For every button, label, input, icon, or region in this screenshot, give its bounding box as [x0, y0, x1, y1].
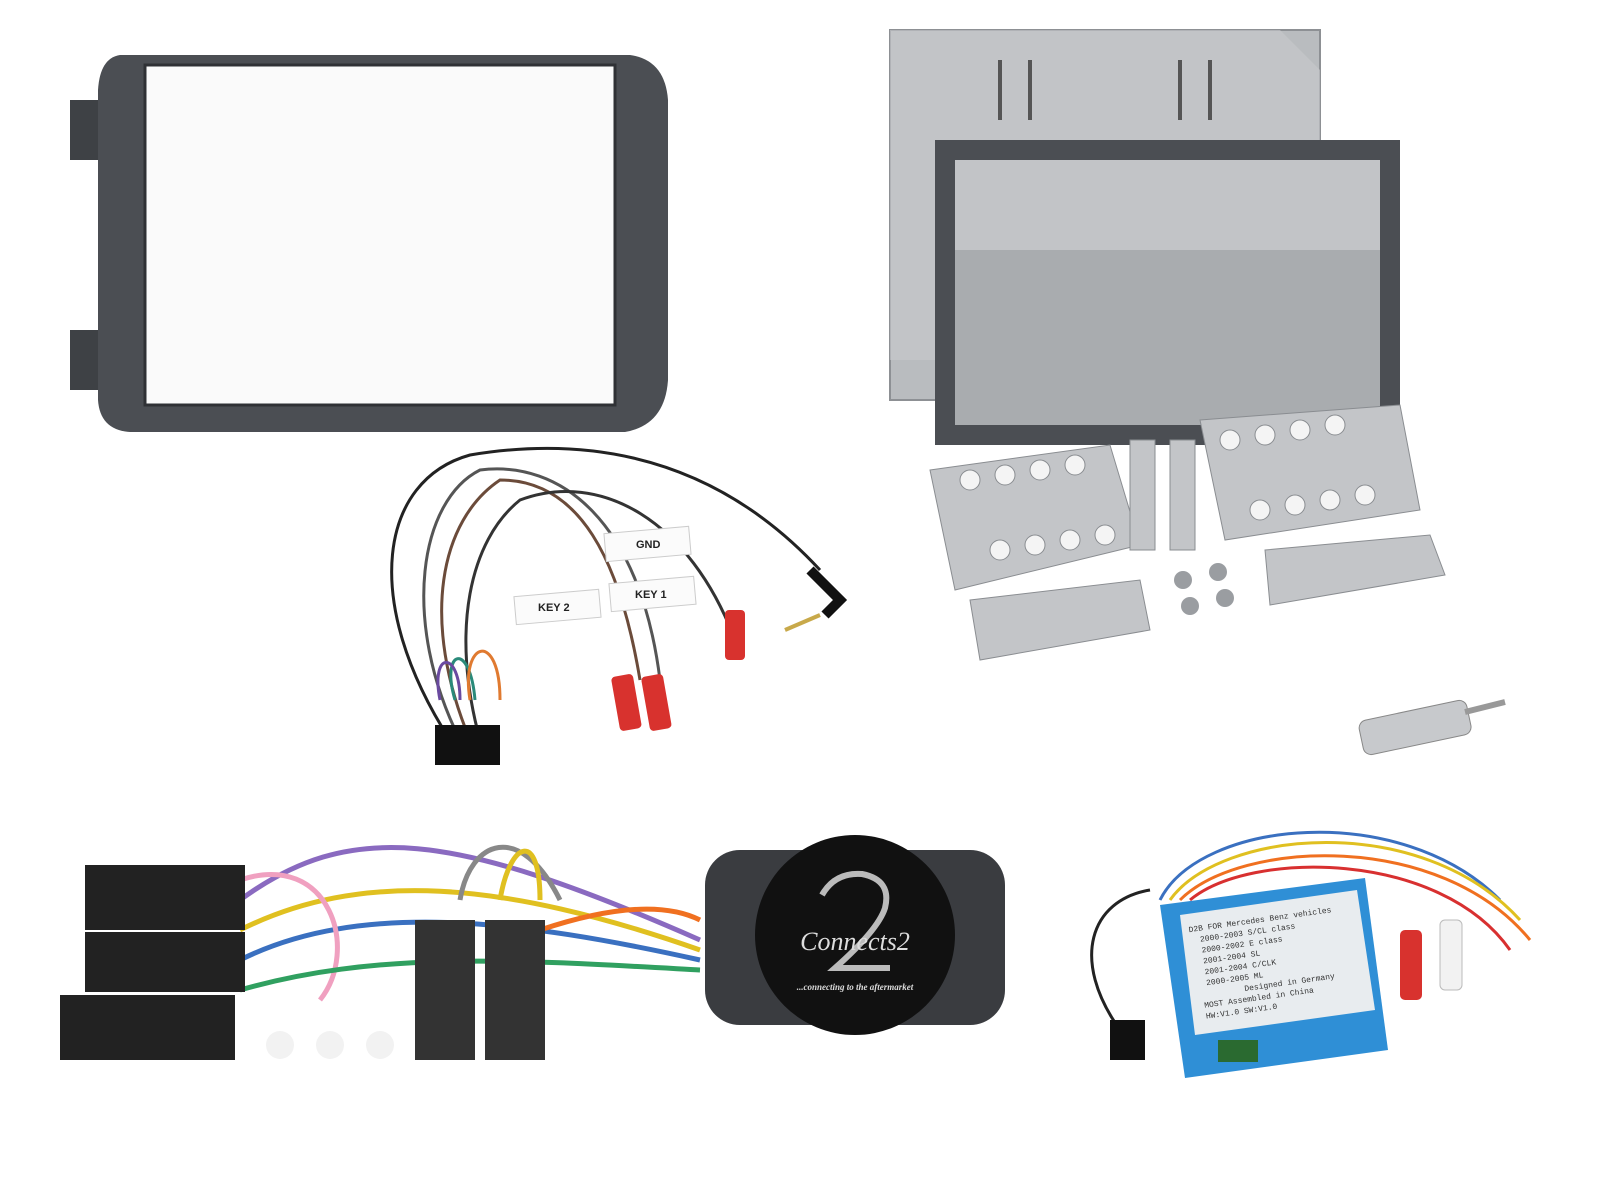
key1-label: KEY 1 — [635, 589, 667, 601]
mounting-brackets — [929, 404, 1446, 661]
screws — [1174, 563, 1234, 615]
wire-labels: GND KEY 1 KEY 2 — [513, 525, 697, 626]
steering-interface-box: Connects2 ...connecting to the aftermark… — [705, 835, 1005, 1035]
logo-numeral-shape — [819, 870, 890, 971]
din-cage — [889, 29, 1400, 445]
aerial-adapter — [1358, 699, 1506, 756]
patch-lead-harness — [390, 446, 848, 765]
can-bus-module: D2B FOR Mercedes Benz vehicles 2000-2003… — [1090, 830, 1532, 1078]
brand-logo: Connects2 — [800, 927, 910, 956]
double-din-fascia — [70, 55, 668, 432]
brand-tagline: ...connecting to the aftermarket — [797, 982, 914, 992]
iso-harness — [60, 844, 702, 1060]
gnd-label: GND — [636, 539, 661, 551]
key2-label: KEY 2 — [538, 602, 570, 614]
